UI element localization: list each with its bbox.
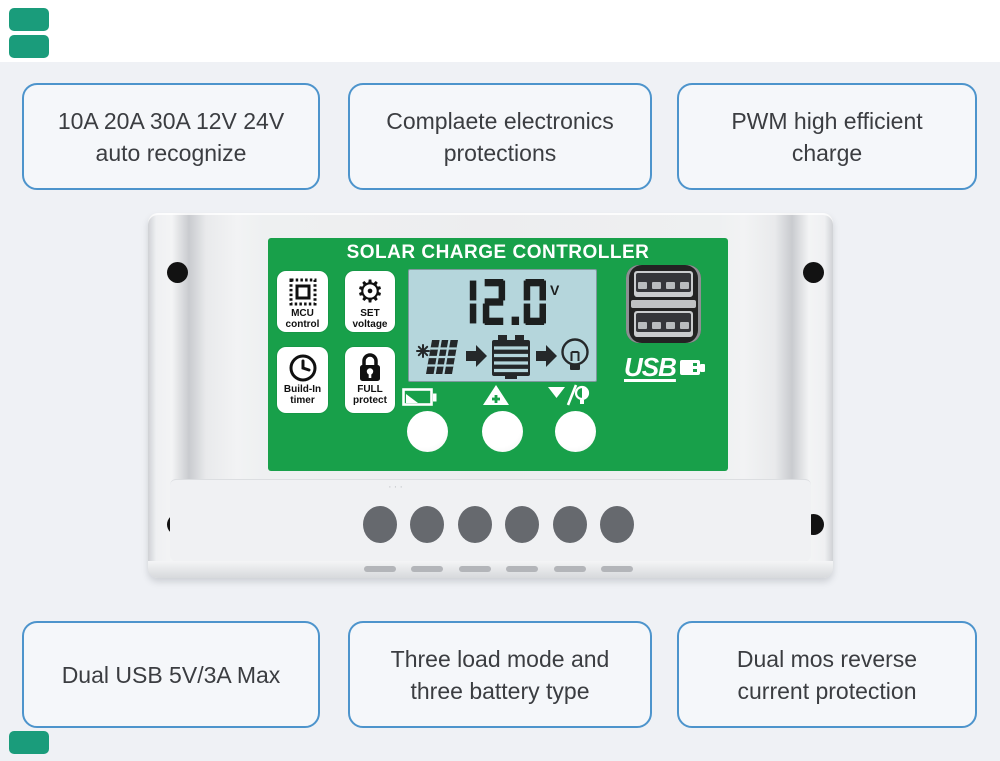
- feature-box-amp-auto-recognize: 10A 20A 30A 12V 24V auto recognize: [22, 83, 320, 190]
- teal-accent-top-1: [9, 8, 49, 31]
- tile-label: FULL: [357, 384, 383, 395]
- tile-full-protect: FULL protect: [345, 347, 395, 413]
- green-faceplate: SOLAR CHARGE CONTROLLER MCU control ⚙ SE…: [268, 238, 728, 471]
- terminal-hole: [458, 506, 492, 543]
- molding-dots: ···: [388, 481, 405, 493]
- teal-accent-bottom: [9, 731, 49, 754]
- device-button-1: [407, 411, 448, 452]
- battery-type-triangle-icon: [483, 385, 509, 405]
- tile-label: timer: [290, 394, 315, 406]
- tile-set-voltage: ⚙ SET voltage: [345, 271, 395, 332]
- feature-text: auto recognize: [95, 139, 247, 166]
- feature-box-electronics-protections: Complaete electronics protections: [348, 83, 652, 190]
- gear-icon: ⚙: [356, 273, 384, 310]
- feature-text: three battery type: [410, 677, 590, 704]
- lcd-screen: V: [408, 269, 597, 382]
- vent-slot: [601, 566, 633, 572]
- vent-slot: [459, 566, 491, 572]
- teal-accent-top-2: [9, 35, 49, 58]
- tile-label: Build-In: [283, 384, 322, 395]
- terminal-hole: [553, 506, 587, 543]
- vent-slot: [554, 566, 586, 572]
- feature-box-pwm-charge: PWM high efficient charge: [677, 83, 977, 190]
- feature-text: charge: [791, 139, 863, 166]
- tile-mcu-control: MCU control: [277, 271, 328, 332]
- feature-text: Dual USB 5V/3A Max: [61, 661, 281, 688]
- lcd-voltage-display: [454, 279, 546, 327]
- feature-text: current protection: [737, 677, 917, 704]
- feature-text: protections: [443, 139, 557, 166]
- terminal-hole: [600, 506, 634, 543]
- terminal-hole: [505, 506, 539, 543]
- usb-logo-text: USB: [624, 351, 677, 382]
- solar-charge-controller-device: SOLAR CHARGE CONTROLLER MCU control ⚙ SE…: [148, 213, 833, 578]
- terminal-hole: [363, 506, 397, 543]
- tile-label: voltage: [352, 318, 388, 330]
- lcd-flow-icons: [416, 335, 589, 379]
- tile-label: control: [285, 318, 320, 330]
- usb-logo: USB: [624, 352, 714, 382]
- padlock-icon: [356, 352, 384, 384]
- clock-icon: [287, 352, 319, 384]
- feature-box-reverse-current: Dual mos reverse current protection: [677, 621, 977, 728]
- feature-text: PWM high efficient: [731, 107, 923, 134]
- mounting-hole: [167, 262, 188, 283]
- feature-text: Complaete electronics: [386, 107, 614, 134]
- device-title: SOLAR CHARGE CONTROLLER: [346, 242, 650, 263]
- usb-port-bottom: [634, 311, 693, 337]
- day-night-mode-icon: [548, 384, 590, 406]
- feature-text: 10A 20A 30A 12V 24V: [57, 107, 285, 134]
- feature-box-dual-usb: Dual USB 5V/3A Max: [22, 621, 320, 728]
- tile-build-in-timer: Build-In timer: [277, 347, 328, 413]
- terminal-hole: [410, 506, 444, 543]
- device-button-2: [482, 411, 523, 452]
- device-button-3: [555, 411, 596, 452]
- feature-text: Dual mos reverse: [736, 645, 918, 672]
- tile-label: MCU: [291, 308, 314, 319]
- feature-text: Three load mode and: [390, 645, 610, 672]
- usb-port-top: [634, 271, 693, 297]
- lcd-volt-unit: V: [550, 282, 560, 298]
- vent-slot: [506, 566, 538, 572]
- tile-label: protect: [353, 394, 387, 406]
- feature-box-load-battery: Three load mode and three battery type: [348, 621, 652, 728]
- dual-usb-ports: [626, 265, 701, 343]
- usb-port-divider: [631, 300, 696, 308]
- vent-slot: [411, 566, 443, 572]
- usb-plug-icon: [679, 359, 705, 375]
- load-battery-icon: [402, 388, 437, 406]
- vent-slot: [364, 566, 396, 572]
- tile-label: SET: [360, 308, 380, 319]
- mcu-chip-icon: [287, 276, 319, 308]
- mounting-hole: [803, 262, 824, 283]
